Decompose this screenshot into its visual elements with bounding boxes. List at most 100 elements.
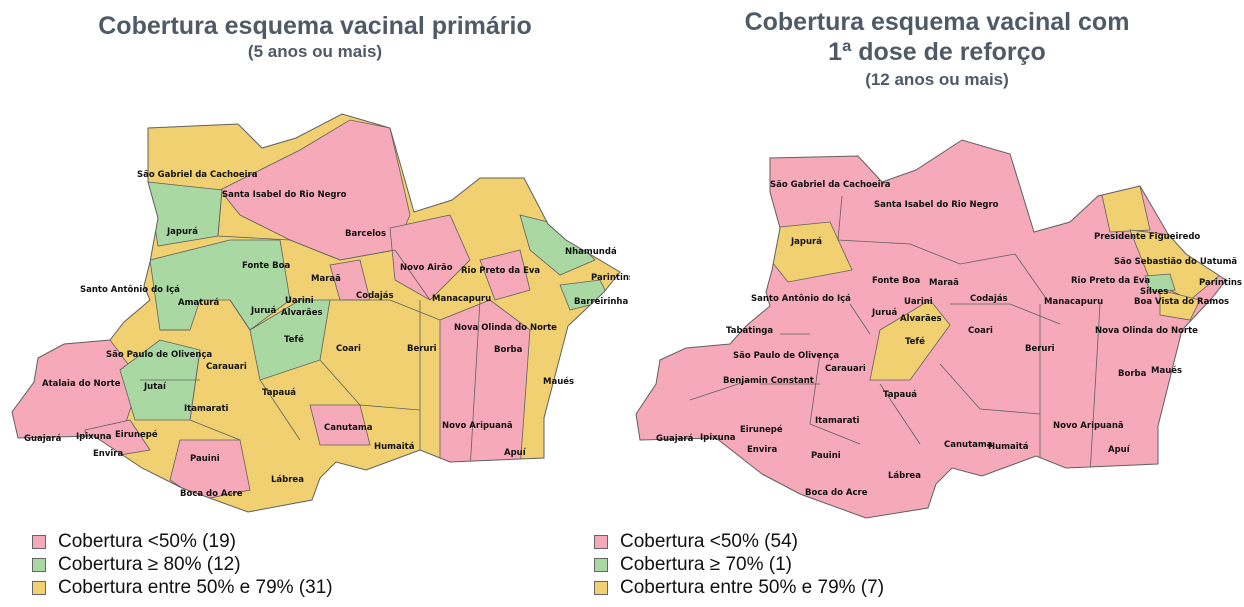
map-label: Borba <box>494 345 523 355</box>
map-label: Beruri <box>407 344 437 354</box>
map-label: Tefé <box>905 336 925 347</box>
map-panel-booster: Cobertura esquema vacinal com 1ª dose de… <box>594 0 1244 607</box>
map-label: Maraã <box>929 278 959 288</box>
map-label: Maués <box>543 376 574 387</box>
map-label: Novo Aripuanã <box>1053 421 1124 431</box>
map-label: Tabatinga <box>726 326 773 336</box>
map-label: Lábrea <box>271 475 304 485</box>
map-label: Santo Antônio do Içá <box>80 284 180 295</box>
legend-swatch <box>594 581 608 595</box>
map-label: Humaitá <box>988 442 1029 452</box>
map-label: Carauari <box>825 364 866 374</box>
map-label: Pauini <box>811 451 841 461</box>
map-label: Santa Isabel do Rio Negro <box>222 190 347 200</box>
map-title: Cobertura esquema vacinal com <box>744 8 1130 36</box>
map-label: São Paulo de Olivença <box>106 350 212 360</box>
region-canutama <box>309 404 371 446</box>
map-label: Tapauá <box>883 390 917 400</box>
map-label: Maués <box>1151 365 1182 376</box>
map-panel-primary: Cobertura esquema vacinal primário (5 an… <box>11 12 630 598</box>
map-label: Eirunepé <box>740 424 783 435</box>
map-label: Lábrea <box>888 471 921 481</box>
map-label: Itamarati <box>815 416 860 426</box>
map-label: Codajás <box>356 291 394 301</box>
map-label: Boa Vista do Ramos <box>1134 297 1229 307</box>
region-tefe <box>249 299 331 381</box>
map-label: Parintins <box>1199 278 1242 288</box>
legend-swatch <box>32 558 46 572</box>
map-label: Presidente Figueiredo <box>1094 232 1200 242</box>
map-label: Beruri <box>1025 344 1055 354</box>
region-silves <box>1144 273 1176 293</box>
map-label: Rio Preto da Eva <box>461 266 540 276</box>
map-label: Juruá <box>871 308 897 318</box>
legend-swatch <box>32 581 46 595</box>
legend-label: Cobertura <50% (19) <box>58 531 236 552</box>
map-label: Nova Olinda do Norte <box>1095 326 1198 336</box>
map-label: Rio Preto da Eva <box>1071 276 1150 286</box>
map-label: Nova Olinda do Norte <box>454 323 557 333</box>
map-label: Nhamundá <box>565 247 617 257</box>
map-label: Parintins <box>591 273 630 283</box>
map-label: Japurá <box>790 237 822 247</box>
map-subtitle: (5 anos ou mais) <box>247 42 383 61</box>
map-label: Uarini <box>904 297 933 307</box>
map-label: Fonte Boa <box>872 276 920 286</box>
map-label: São Gabriel da Cachoeira <box>770 180 891 190</box>
amazonas-map-primary: São Gabriel da Cachoeira Santa Isabel do… <box>11 113 630 513</box>
map-label: Apuí <box>1108 445 1131 455</box>
map-label: Amaturá <box>178 298 219 308</box>
map-title-line2: 1ª dose de reforço <box>828 38 1046 66</box>
legend-label: Cobertura entre 50% e 79% (31) <box>58 577 333 598</box>
map-label: Pauini <box>190 454 220 464</box>
map-label: Boca do Acre <box>180 489 243 499</box>
map-label: Eirunepé <box>115 429 158 440</box>
map-label: Novo Airão <box>400 263 453 273</box>
map-label: São Sebastião do Uatumã <box>1114 257 1237 267</box>
map-label: Barreirinha <box>574 297 628 307</box>
map-label: Novo Aripuanã <box>442 421 513 431</box>
legend-swatch <box>32 535 46 549</box>
region-rio-preto <box>479 249 531 301</box>
state-outline <box>11 113 621 513</box>
legend-swatch <box>594 558 608 572</box>
map-label: Uarini <box>285 296 314 306</box>
map-label: Ipixuna <box>76 432 112 442</box>
map-label: Coari <box>336 344 361 354</box>
map-label: Carauari <box>206 362 247 372</box>
legend-label: Cobertura ≥ 80% (12) <box>58 554 241 575</box>
map-label: Ipixuna <box>700 433 736 443</box>
map-label: Barcelos <box>345 229 386 239</box>
state-outline <box>635 139 1227 519</box>
map-subtitle: (12 anos ou mais) <box>865 70 1009 89</box>
map-label: Codajás <box>970 294 1008 304</box>
map-label: Tefé <box>284 334 304 345</box>
legend-label: Cobertura <50% (54) <box>620 531 798 552</box>
map-label: Santa Isabel do Rio Negro <box>874 200 999 210</box>
map-label: Atalaia do Norte <box>42 379 121 389</box>
map-label: Tapauá <box>262 388 296 398</box>
map-label: Guajará <box>656 434 694 444</box>
map-label: Juruá <box>250 306 276 316</box>
map-label: São Gabriel da Cachoeira <box>137 170 258 180</box>
map-label: Itamarati <box>184 404 229 414</box>
map-label: Alvarães <box>900 314 942 324</box>
map-label: Manacapuru <box>432 294 491 304</box>
map-label: Guajará <box>24 434 62 444</box>
region-pauini <box>169 439 251 501</box>
map-label: Canutama <box>944 440 993 450</box>
map-label: Santo Antônio do Içá <box>751 293 851 304</box>
map-label: Humaitá <box>374 442 415 452</box>
map-label: Fonte Boa <box>242 261 290 271</box>
map-label: Apuí <box>504 448 527 458</box>
legend-label: Cobertura entre 50% e 79% (7) <box>620 577 885 598</box>
amazonas-map-booster: São Gabriel da Cachoeira Santa Isabel do… <box>635 139 1242 519</box>
map-label: Canutama <box>324 423 373 433</box>
map-label: Japurá <box>166 227 198 237</box>
map-label: Benjamin Constant <box>723 376 814 386</box>
map-label: Alvarães <box>281 308 323 318</box>
region-novo-airao <box>389 214 471 301</box>
map-label: Boca do Acre <box>805 488 868 498</box>
map-label: São Paulo de Olivença <box>733 351 839 361</box>
map-label: Envira <box>747 445 778 455</box>
